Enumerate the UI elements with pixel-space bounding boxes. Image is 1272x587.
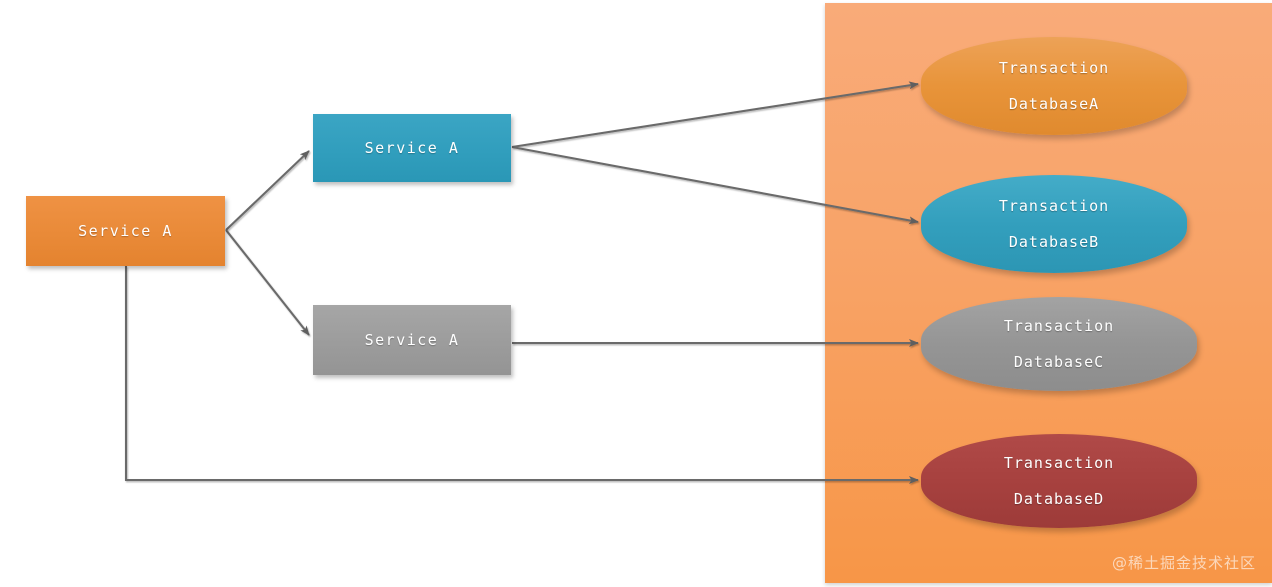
database-cylinder-c[interactable]: Transaction DatabaseC (921, 297, 1197, 391)
database-cylinder-a[interactable]: Transaction DatabaseA (921, 37, 1187, 135)
database-name: DatabaseB (1008, 233, 1100, 251)
node-label: Service A (364, 331, 460, 349)
node-service-gray[interactable]: Service A (313, 305, 511, 375)
database-name: DatabaseD (1013, 490, 1105, 508)
database-cylinder-d[interactable]: Transaction DatabaseD (921, 434, 1197, 528)
node-service-blue[interactable]: Service A (313, 114, 511, 182)
node-label: Service A (78, 222, 173, 240)
database-title: Transaction (998, 197, 1110, 215)
database-title: Transaction (998, 59, 1110, 77)
database-title: Transaction (1003, 317, 1115, 335)
database-title: Transaction (1003, 454, 1115, 472)
database-name: DatabaseA (1008, 95, 1100, 113)
node-service-root[interactable]: Service A (26, 196, 225, 266)
database-cylinder-b[interactable]: Transaction DatabaseB (921, 175, 1187, 273)
database-name: DatabaseC (1013, 353, 1105, 371)
watermark-label: @稀土掘金技术社区 (1111, 554, 1256, 572)
node-label: Service A (364, 139, 460, 157)
edge-root-to-blue (225, 150, 310, 231)
edge-root-to-gray (225, 229, 310, 336)
edge-root-to-db-d (124, 266, 919, 484)
